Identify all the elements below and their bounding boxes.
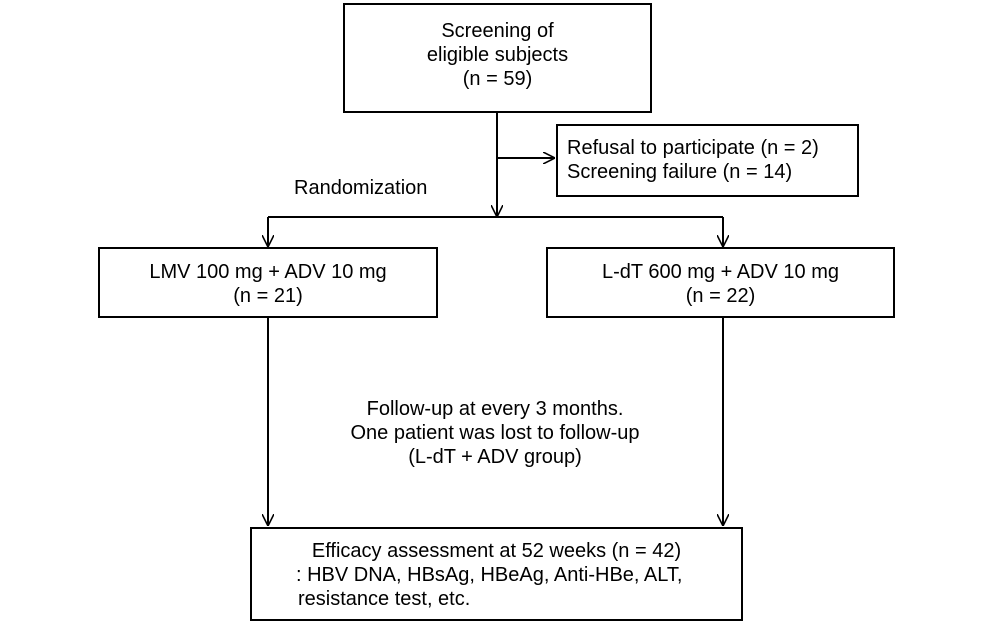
followup-loss: One patient was lost to follow-up [350,422,640,444]
screening-subtitle: eligible subjects [426,44,569,66]
screening-title: Screening of [441,20,554,42]
lmv-arm-regimen: LMV 100 mg + ADV 10 mg [149,261,387,283]
assessment-markers: : HBV DNA, HBsAg, HBeAg, Anti-HBe, ALT, [296,564,683,586]
ldt-arm-box: L-dT 600 mg + ADV 10 mg (n = 22) [546,247,895,318]
lmv-arm-count: (n = 21) [233,285,303,307]
assessment-title: Efficacy assessment at 52 weeks (n = 42) [311,540,682,562]
ldt-arm-regimen: L-dT 600 mg + ADV 10 mg [602,261,839,283]
followup-note: Follow-up at every 3 months. One patient… [315,397,675,469]
exclusion-box: Refusal to participate (n = 2) Screening… [556,124,859,197]
randomization-label: Randomization [294,177,428,199]
ldt-arm-count: (n = 22) [685,285,756,307]
screening-box: Screening of eligible subjects (n = 59) [343,3,652,113]
assessment-box: Efficacy assessment at 52 weeks (n = 42)… [250,527,743,621]
lmv-arm-box: LMV 100 mg + ADV 10 mg (n = 21) [98,247,438,318]
exclusion-refusal: Refusal to participate (n = 2) [567,137,819,159]
exclusion-screen-failure: Screening failure (n = 14) [567,161,793,183]
assessment-other: resistance test, etc. [298,588,471,610]
followup-group: (L-dT + ADV group) [408,446,582,468]
screening-count: (n = 59) [462,68,533,90]
followup-schedule: Follow-up at every 3 months. [366,398,624,420]
